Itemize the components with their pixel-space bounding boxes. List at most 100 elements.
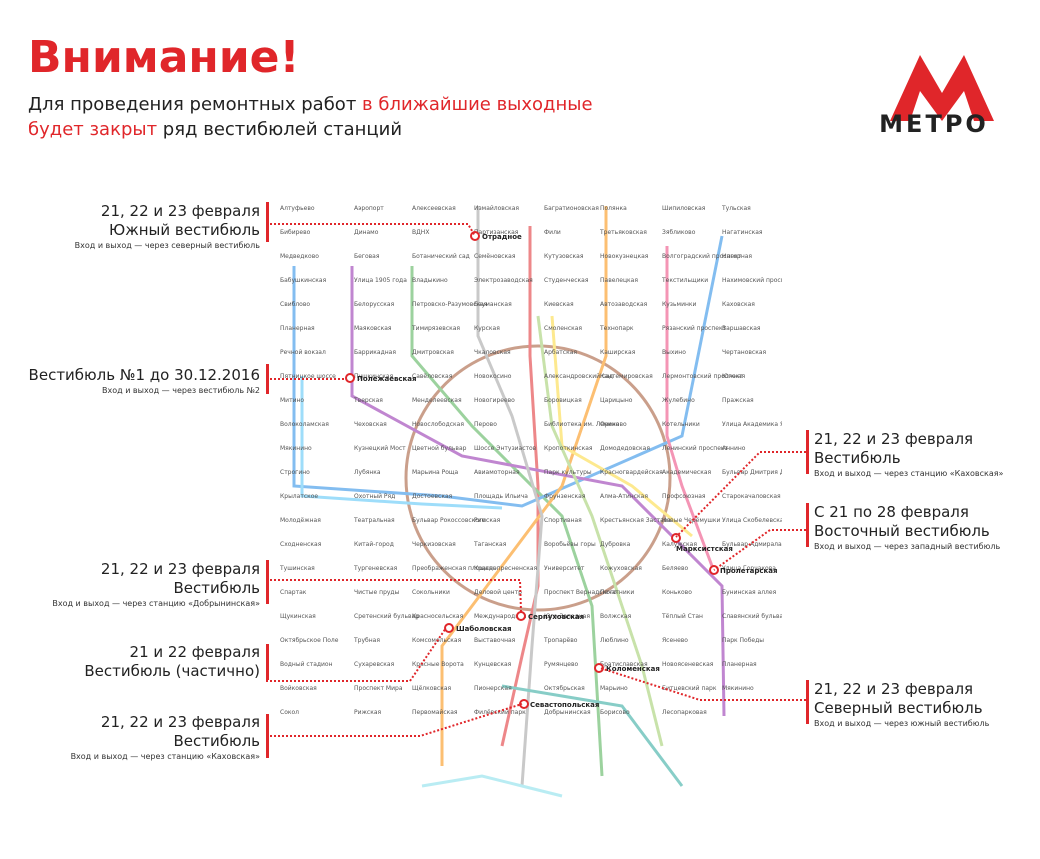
map-station-label: Семёновская — [474, 253, 516, 260]
notice-date: 21, 22 и 23 февраля — [100, 202, 260, 220]
map-station-label: Аннино — [722, 445, 746, 452]
map-station-label: Новогиреево — [474, 397, 515, 404]
map-station-label: Фили — [544, 229, 561, 236]
map-station-label: Новые Черёмушки — [662, 517, 721, 524]
map-station-label: Парк Победы — [722, 637, 764, 644]
map-station-label: Тушинская — [279, 565, 315, 572]
notice-vestibule: Вестибюль — [173, 732, 260, 750]
map-station-label: Сухаревская — [354, 661, 395, 668]
attention-title: Внимание! — [28, 32, 300, 83]
line-8-grey — [476, 206, 544, 787]
map-station-label: Цветной бульвар — [412, 445, 467, 452]
map-station-label: Алексеевская — [412, 205, 456, 212]
notice-vestibule: Северный вестибюль — [814, 699, 983, 717]
map-station-label: Театральная — [353, 517, 395, 524]
notice-serpukhovskaya: 21, 22 и 23 февраля Вестибюль Вход и вых… — [10, 560, 260, 609]
map-station-label: Варшавская — [722, 325, 761, 332]
map-station-label: Зябликово — [662, 229, 696, 236]
station-otradnoe — [470, 231, 480, 241]
line-3-blue — [292, 235, 724, 508]
subtitle-line1-plain: Для проведения ремонтных работ — [28, 94, 363, 115]
map-station-label: Славянский бульвар — [722, 613, 782, 620]
map-station-label: Орехово — [600, 421, 627, 428]
notice-sevastopolskaya: 21, 22 и 23 февраля Вестибюль Вход и вых… — [10, 713, 260, 762]
map-station-label: Комсомольская — [412, 637, 462, 644]
map-station-label: Партизанская — [474, 229, 519, 236]
map-station-label: Пионерская — [474, 685, 512, 692]
map-station-label: Курская — [474, 325, 500, 332]
map-station-label: Филёвский парк — [474, 709, 526, 716]
map-station-label: Нагатинская — [722, 229, 763, 236]
map-station-label: Планерная — [722, 661, 757, 668]
label-shabolovskaya: Шаболовская — [456, 625, 512, 633]
map-station-label: Третьяковская — [599, 229, 647, 236]
map-station-label: Марьино — [600, 685, 628, 692]
line-4-lightblue — [300, 376, 503, 510]
map-station-label: Тимирязевская — [411, 325, 460, 332]
map-station-label: Лесопарковая — [662, 709, 707, 716]
map-station-label: Владыкино — [412, 277, 448, 284]
map-station-label: Чистые пруды — [354, 589, 400, 596]
map-station-label: Краснопресненская — [474, 565, 537, 572]
map-station-label: Таганская — [473, 541, 507, 548]
map-station-label: Кузнецкий Мост — [354, 445, 406, 452]
map-station-label: Красносельская — [412, 613, 464, 620]
subtitle-line1-red: в ближайшие выходные — [362, 94, 593, 115]
subtitle: Для проведения ремонтных работ в ближайш… — [28, 92, 593, 142]
map-station-label: Белорусская — [354, 301, 395, 308]
map-station-label: Тульская — [721, 205, 751, 212]
map-station-label: Молодёжная — [280, 517, 321, 524]
map-station-label: Сокол — [280, 709, 299, 716]
notice-otradnoe: 21, 22 и 23 февраля Южный вестибюль Вход… — [10, 202, 260, 251]
map-station-label: Выхино — [662, 349, 686, 356]
notice-bar — [266, 644, 269, 680]
map-station-label: Арбатская — [544, 349, 577, 356]
map-station-label: Новокосино — [474, 373, 512, 380]
notice-date: 21, 22 и 23 февраля — [100, 560, 260, 578]
map-station-label: Алма-Атинская — [600, 493, 648, 500]
ring-line — [404, 344, 672, 612]
map-station-label: Боровицкая — [544, 397, 582, 404]
map-station-label: Добрынинская — [544, 709, 591, 716]
map-station-label: Савёловская — [412, 373, 453, 380]
map-station-label: Спартак — [280, 589, 307, 596]
map-station-label: Бибирево — [280, 229, 311, 236]
map-station-label: Улица Академика Янгеля — [722, 421, 782, 428]
map-station-label: Дмитровская — [412, 349, 454, 356]
map-station-label: Планерная — [280, 325, 315, 332]
notice-date: С 21 по 28 февраля — [814, 503, 969, 521]
map-station-label: Дубровка — [600, 541, 631, 548]
subtitle-line2-red: будет закрыт — [28, 119, 158, 140]
map-station-label: Динамо — [354, 229, 379, 236]
map-station-label: Технопарк — [599, 325, 634, 332]
map-station-label: Парк культуры — [544, 469, 592, 476]
map-station-label: Борисово — [600, 709, 630, 716]
notice-bar — [266, 714, 269, 758]
line-10-turquoise — [501, 684, 684, 787]
map-station-label: Царицыно — [600, 397, 633, 404]
notice-vestibule: Южный вестибюль — [109, 221, 260, 239]
map-station-label: Митино — [280, 397, 304, 404]
map-station-label: Чкаловская — [474, 349, 511, 356]
map-station-label: Кутузовская — [544, 253, 584, 260]
map-station-label: Пушкинская — [354, 373, 394, 380]
map-station-label: Проспект Мира — [354, 685, 403, 692]
notice-bar — [806, 430, 809, 474]
map-station-label: Маяковская — [354, 325, 392, 332]
map-station-label: Беговая — [354, 253, 380, 260]
map-station-label: Южная — [722, 373, 745, 380]
notice-detail: Вход и выход — через вестибюль №2 — [102, 386, 260, 395]
map-station-label: Бабушкинская — [280, 277, 327, 284]
map-station-label: Тёплый Стан — [661, 613, 703, 620]
map-station-label: Кузьминки — [662, 301, 697, 308]
map-station-label: Первомайская — [412, 709, 458, 716]
map-station-label: Люблино — [600, 637, 629, 644]
station-sevastopolskaya — [519, 699, 529, 709]
map-station-label: Мякинино — [722, 685, 754, 692]
map-station-label: Полянка — [600, 205, 627, 212]
map-station-label: Кантемировская — [600, 373, 653, 380]
map-station-label: Профсоюзная — [662, 493, 706, 500]
line-5-orange — [440, 206, 608, 766]
map-station-label: Битцевский парк — [662, 685, 717, 692]
station-kolomenskaya — [594, 663, 604, 673]
